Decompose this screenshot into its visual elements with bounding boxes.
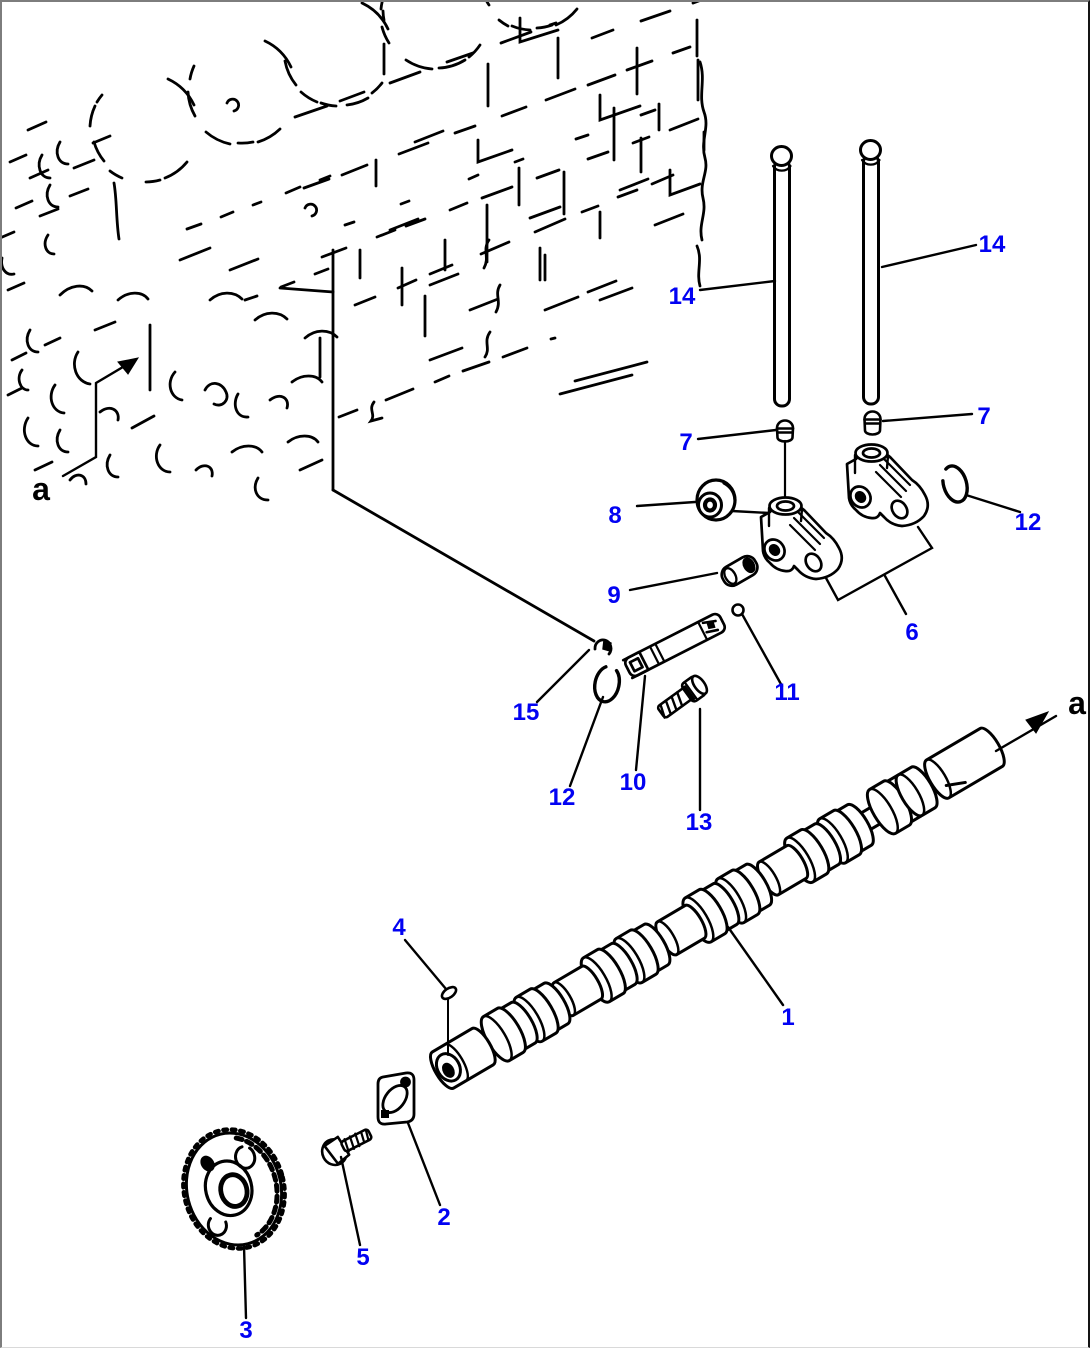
- svg-text:7: 7: [977, 403, 990, 430]
- svg-text:14: 14: [979, 231, 1006, 258]
- svg-text:7: 7: [679, 429, 692, 456]
- svg-text:3: 3: [239, 1317, 252, 1344]
- svg-text:9: 9: [607, 582, 620, 609]
- svg-text:6: 6: [905, 619, 918, 646]
- svg-text:8: 8: [608, 502, 621, 529]
- svg-text:a: a: [1068, 685, 1086, 721]
- svg-text:12: 12: [1015, 509, 1042, 536]
- svg-text:12: 12: [549, 784, 576, 811]
- svg-text:11: 11: [774, 679, 799, 706]
- svg-text:14: 14: [669, 283, 696, 310]
- svg-text:13: 13: [686, 809, 713, 836]
- svg-text:a: a: [32, 471, 50, 507]
- svg-text:15: 15: [513, 699, 540, 726]
- svg-text:1: 1: [781, 1004, 794, 1031]
- svg-text:5: 5: [356, 1244, 369, 1271]
- svg-text:4: 4: [392, 914, 406, 941]
- svg-text:2: 2: [437, 1204, 450, 1231]
- svg-text:10: 10: [620, 769, 647, 796]
